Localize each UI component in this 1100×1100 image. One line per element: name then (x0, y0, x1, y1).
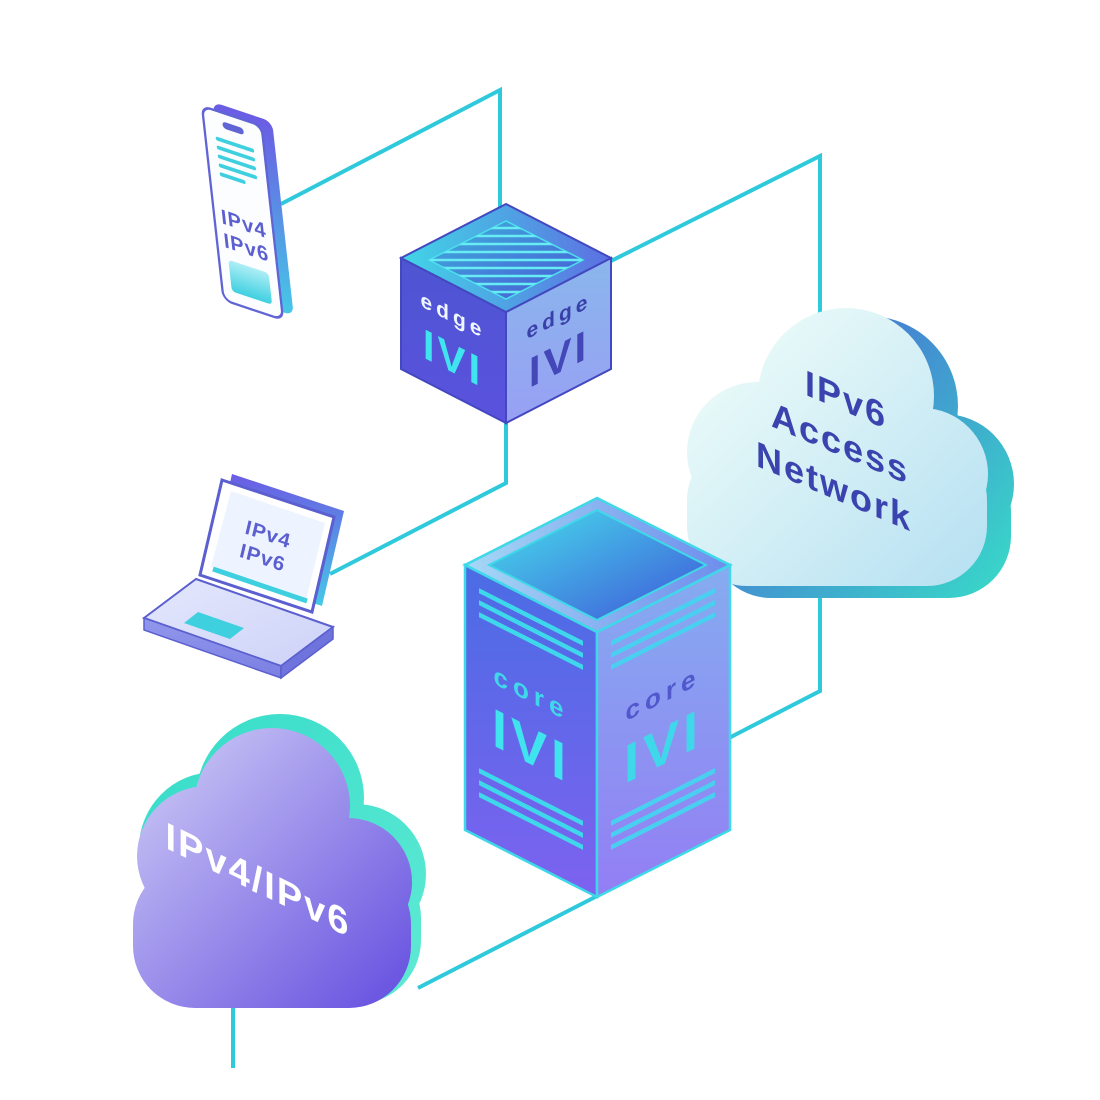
ipv4-ipv6-cloud: IPv4/IPv6 (133, 714, 426, 1008)
core-top-screen (486, 508, 709, 622)
connector-lines (231, 86, 822, 1068)
smartphone-speaker (222, 122, 244, 135)
edge-cube-top-screen-stripes (429, 226, 583, 294)
core-right-vents-bottom (611, 768, 715, 850)
connector-edge-to-laptop (329, 420, 508, 576)
core-ivi-router: core IVI core IVI (462, 496, 733, 900)
smartphone-node: IPv4 IPv6 (201, 104, 293, 319)
laptop-trackpad (184, 612, 244, 639)
laptop-screen-bottom-bar (212, 566, 308, 604)
edge-ivi-router: edge IVI edge IVI (398, 202, 614, 425)
ipv6-access-cloud-face (687, 308, 988, 586)
laptop-base-right (280, 625, 334, 680)
connector-core-to-internet-cloud (417, 893, 600, 990)
connector-edge-to-access-cloud (608, 152, 822, 330)
smartphone-screen-lines (215, 136, 258, 184)
ipv4-ipv6-cloud-face (133, 728, 412, 1008)
laptop-node: IPv4 IPv6 (141, 474, 344, 680)
smartphone-body-front (201, 107, 284, 319)
connector-access-cloud-to-core (726, 584, 822, 741)
smartphone-screen-block (228, 260, 272, 304)
connector-phone-to-edge (280, 86, 502, 212)
core-left-vents-top (479, 588, 583, 670)
ipv6-access-cloud: IPv6 Access Network (687, 308, 1014, 598)
laptop-screen (211, 491, 325, 600)
core-right-vents-top (611, 588, 715, 670)
core-left-vents-bottom (479, 768, 583, 850)
